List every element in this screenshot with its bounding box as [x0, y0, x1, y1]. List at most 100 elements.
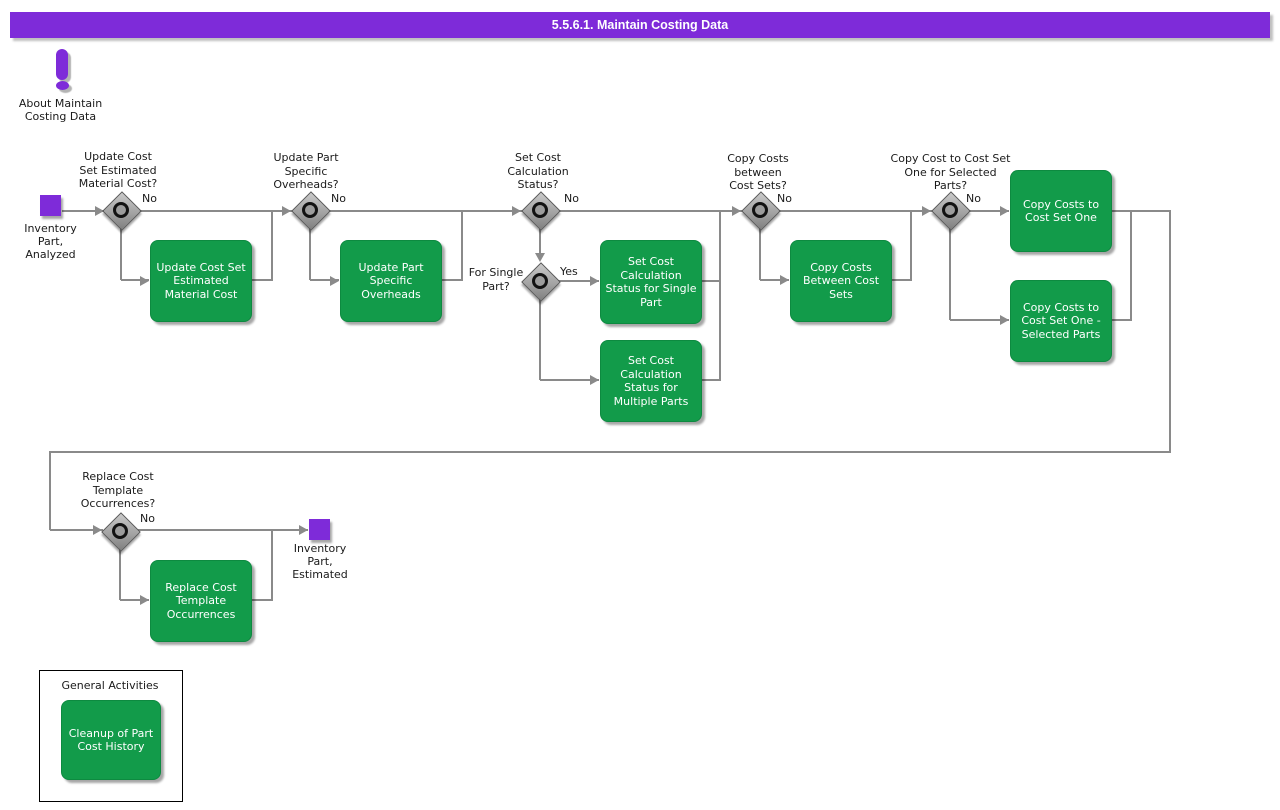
connector-line — [890, 279, 912, 281]
start-node-inventory-part-analyzed[interactable] — [40, 195, 61, 216]
decision-question: Copy Cost to Cost Set One for Selected P… — [890, 152, 1011, 192]
start-node-label: Inventory Part, Analyzed — [24, 222, 77, 261]
arrow-right-icon — [732, 206, 741, 216]
connector-line — [1130, 210, 1132, 320]
connector-line — [139, 210, 292, 212]
connector-line — [50, 451, 1171, 453]
connector-line — [440, 279, 463, 281]
connector-line — [120, 228, 122, 280]
arrow-right-icon — [140, 595, 149, 605]
decision-for-single-part — [521, 262, 561, 302]
connector-line — [700, 379, 721, 381]
decision-question: Update Cost Set Estimated Material Cost? — [78, 150, 158, 190]
decision-circle-icon — [532, 202, 548, 218]
arrow-right-icon — [1000, 315, 1009, 325]
decision-update-cost-set — [102, 191, 142, 231]
decision-question: Copy Costs between Cost Sets? — [727, 152, 789, 192]
connector-line — [910, 210, 912, 280]
activity-update-cost-set-estimated-material-cost[interactable]: Update Cost Set Estimated Material Cost — [150, 240, 252, 322]
page-title: 5.5.6.1. Maintain Costing Data — [10, 12, 1270, 38]
decision-replace-cost-template — [101, 512, 141, 552]
connector-line — [1110, 319, 1132, 321]
arrow-right-icon — [140, 276, 149, 286]
end-node-inventory-part-estimated[interactable] — [309, 519, 330, 540]
branch-label: No — [142, 192, 157, 205]
decision-circle-icon — [302, 202, 318, 218]
connector-line — [250, 279, 273, 281]
branch-label: No — [140, 512, 155, 525]
activity-copy-costs-between-cost-sets[interactable]: Copy Costs Between Cost Sets — [790, 240, 892, 322]
connector-line — [968, 210, 1009, 212]
decision-circle-icon — [942, 202, 958, 218]
arrow-down-icon — [535, 253, 545, 262]
connector-line — [540, 379, 599, 381]
connector-line — [1110, 210, 1171, 212]
arrow-right-icon — [590, 375, 599, 385]
decision-question: For Single Part? — [468, 266, 524, 293]
branch-label: No — [777, 192, 792, 205]
connector-line — [950, 319, 1009, 321]
arrow-right-icon — [330, 276, 339, 286]
arrow-right-icon — [1000, 206, 1009, 216]
decision-question: Replace Cost Template Occurrences? — [80, 470, 156, 510]
connector-line — [760, 279, 789, 281]
arrow-right-icon — [590, 276, 599, 286]
connector-line — [138, 529, 308, 531]
end-node-label: Inventory Part, Estimated — [292, 542, 348, 581]
arrow-right-icon — [282, 206, 291, 216]
activity-copy-costs-to-cost-set-one-selected-parts[interactable]: Copy Costs to Cost Set One - Selected Pa… — [1010, 280, 1112, 362]
activity-cleanup-of-part-cost-history[interactable]: Cleanup of Part Cost History — [61, 700, 161, 780]
decision-question: Update Part Specific Overheads? — [273, 151, 339, 191]
connector-line — [461, 210, 463, 281]
decision-copy-cost-to-set-one — [931, 191, 971, 231]
connector-line — [310, 279, 339, 281]
connector-line — [271, 210, 273, 281]
activity-replace-cost-template-occurrences[interactable]: Replace Cost Template Occurrences — [150, 560, 252, 642]
decision-circle-icon — [112, 523, 128, 539]
connector-line — [328, 210, 522, 212]
connector-line — [759, 228, 761, 280]
connector-line — [121, 279, 149, 281]
connector-line — [539, 298, 541, 380]
connector-line — [558, 280, 599, 282]
connector-line — [778, 210, 932, 212]
exclamation-icon[interactable] — [56, 49, 68, 80]
connector-line — [1169, 210, 1171, 452]
connector-line — [50, 529, 103, 531]
connector-line — [539, 229, 541, 254]
arrow-right-icon — [299, 525, 308, 535]
activity-set-cost-calculation-status-multiple-parts[interactable]: Set Cost Calculation Status for Multiple… — [600, 340, 702, 422]
connector-line — [949, 228, 951, 320]
connector-line — [49, 451, 51, 530]
activity-update-part-specific-overheads[interactable]: Update Part Specific Overheads — [340, 240, 442, 322]
connector-line — [558, 210, 742, 212]
branch-label: No — [966, 192, 981, 205]
decision-circle-icon — [532, 273, 548, 289]
decision-circle-icon — [113, 202, 129, 218]
decision-circle-icon — [752, 202, 768, 218]
arrow-right-icon — [512, 206, 521, 216]
arrow-right-icon — [95, 206, 104, 216]
connector-line — [120, 599, 149, 601]
general-activities-title: General Activities — [61, 679, 159, 692]
arrow-right-icon — [93, 525, 102, 535]
connector-line — [309, 228, 311, 280]
about-label: About Maintain Costing Data — [18, 97, 103, 123]
decision-update-part-overheads — [291, 191, 331, 231]
activity-copy-costs-to-cost-set-one[interactable]: Copy Costs to Cost Set One — [1010, 170, 1112, 252]
connector-line — [62, 210, 104, 212]
exclamation-icon-dot[interactable] — [56, 81, 69, 90]
connector-line — [271, 529, 273, 600]
arrow-right-icon — [922, 206, 931, 216]
arrow-right-icon — [780, 275, 789, 285]
branch-label: No — [564, 192, 579, 205]
decision-set-cost-calc-status — [521, 191, 561, 231]
decision-question: Set Cost Calculation Status? — [507, 151, 569, 191]
branch-label: No — [331, 192, 346, 205]
decision-copy-costs-between-sets — [741, 191, 781, 231]
connector-line — [700, 280, 721, 282]
branch-label: Yes — [560, 265, 578, 278]
connector-line — [119, 548, 121, 600]
activity-set-cost-calculation-status-single-part[interactable]: Set Cost Calculation Status for Single P… — [600, 240, 702, 324]
